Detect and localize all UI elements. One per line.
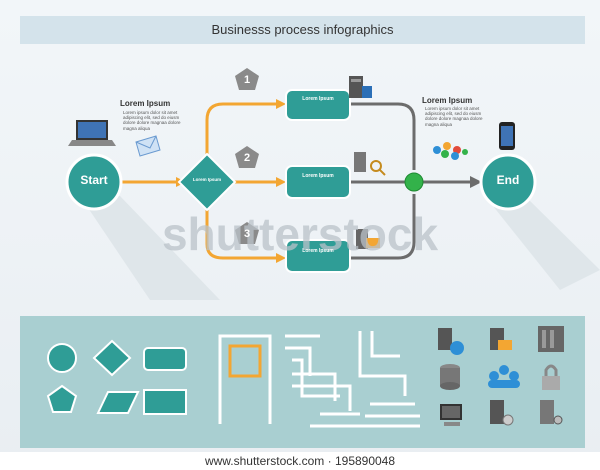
- start-label: Start: [80, 173, 108, 187]
- server-mail-icon: [490, 328, 512, 350]
- email-icon: [135, 135, 161, 157]
- arrowhead: [276, 253, 286, 263]
- process-box-1: [285, 89, 351, 121]
- server-settings-icon: [490, 400, 514, 426]
- end-shadow: [485, 196, 600, 290]
- lock-icon: [542, 364, 560, 390]
- decision-diamond: [177, 152, 237, 212]
- shape-rounded-rect: [143, 347, 187, 371]
- step-badge-2: [235, 146, 259, 168]
- server-search-icon: [354, 152, 386, 176]
- end-node: [479, 153, 537, 211]
- right-body: Lorem ipsum dolor sit amet adipiscing el…: [425, 106, 483, 127]
- shape-circle: [47, 343, 77, 373]
- page-title: Businesss process infographics: [211, 22, 394, 37]
- database-icon: [440, 364, 460, 390]
- server-globe-icon: [438, 328, 464, 355]
- elements-svg: [46, 326, 564, 428]
- arrow-connectors: [218, 331, 420, 428]
- box-1-text: Lorem Ipsum: [302, 96, 334, 102]
- title-bar: Businesss process infographics: [20, 16, 585, 44]
- box-2-text: Lorem Ipsum: [302, 173, 334, 179]
- server-icon: [349, 76, 372, 98]
- shape-parallelogram: [96, 391, 140, 414]
- arrowhead: [276, 177, 286, 187]
- footer-url: www.shutterstock.com · 195890048: [0, 452, 600, 470]
- left-heading: Lorem Ipsum: [120, 99, 171, 108]
- box-3-text: Lorem Ipsum: [302, 248, 334, 254]
- server-key-icon: [540, 400, 563, 425]
- step-badge-1: [235, 68, 259, 90]
- right-heading: Lorem Ipsum: [422, 96, 473, 105]
- decision-text: Lorem Ipsum: [192, 177, 222, 182]
- elements-panel: [20, 316, 585, 448]
- laptop-icon: [68, 120, 116, 146]
- merge-line-1: [350, 102, 416, 170]
- step-2-number: 2: [243, 152, 251, 164]
- flow-diagram: shutterstock: [65, 68, 600, 300]
- desktop-icon: [440, 404, 462, 426]
- merge-node: [404, 172, 424, 192]
- step-badge-3: [235, 222, 259, 244]
- server-folder-icon: [356, 229, 380, 249]
- left-body: Lorem ipsum dolor sit amet adipiscing el…: [123, 110, 181, 131]
- process-box-2: [285, 165, 351, 199]
- merge-line-3: [350, 194, 416, 260]
- smartphone-icon: [499, 122, 515, 150]
- branch-1-arrow: [205, 102, 276, 158]
- process-box-3: [285, 239, 351, 273]
- network-puzzle-icon: [433, 142, 468, 160]
- arrowhead: [276, 99, 286, 109]
- watermark: shutterstock: [162, 208, 438, 260]
- arrowhead: [470, 176, 482, 188]
- start-shadow: [80, 196, 220, 300]
- start-node: [65, 153, 123, 211]
- end-label: End: [496, 173, 520, 187]
- step-3-number: 3: [243, 228, 251, 240]
- shape-rectangle: [143, 389, 187, 415]
- branch-3-arrow: [205, 206, 276, 260]
- server-rack-icon: [538, 326, 564, 352]
- shape-pentagon: [46, 384, 78, 413]
- shape-diamond: [92, 339, 132, 377]
- users-icon: [488, 365, 520, 388]
- step-1-number: 1: [243, 74, 251, 86]
